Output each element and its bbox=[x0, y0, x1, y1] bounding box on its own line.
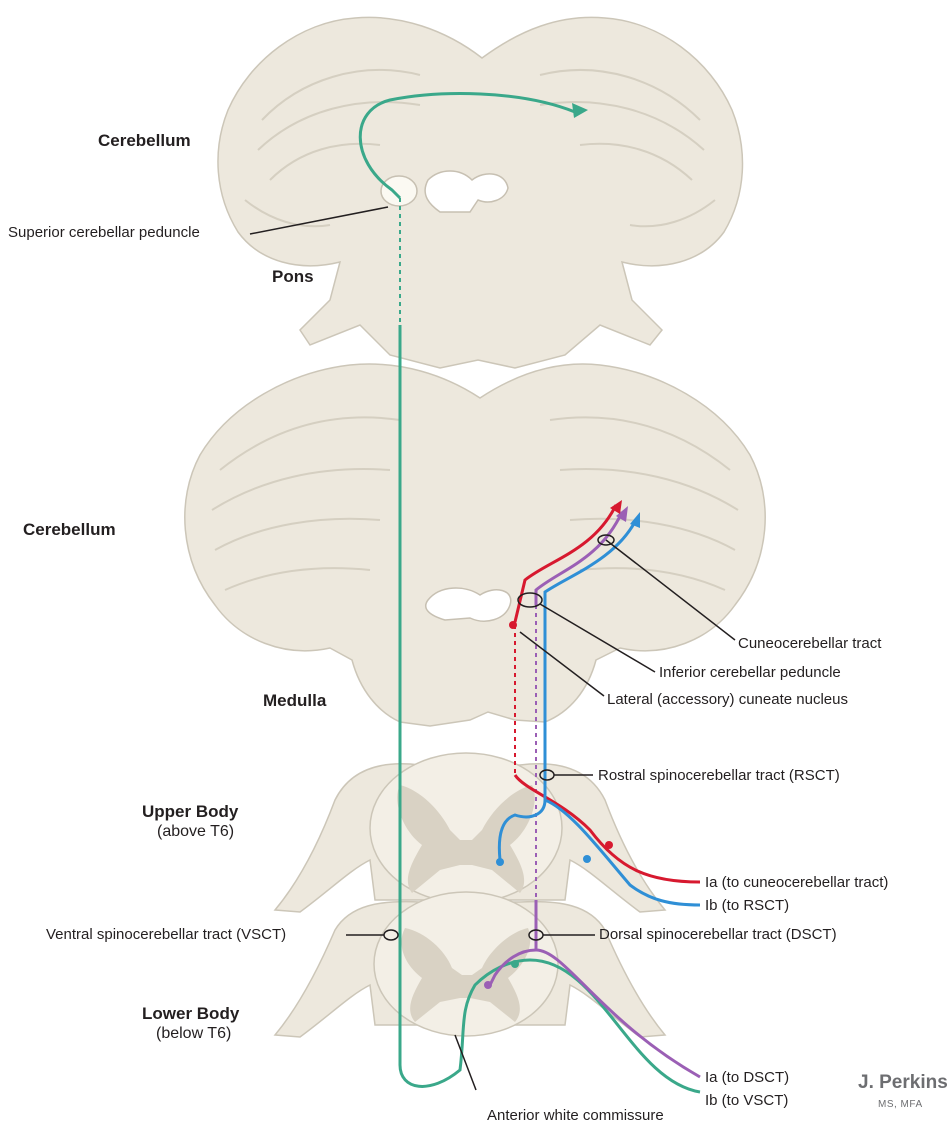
green-soma bbox=[511, 960, 519, 968]
artist-credentials: MS, MFA bbox=[878, 1096, 923, 1114]
label-cuneocerebellar-tract: Cuneocerebellar tract bbox=[738, 635, 881, 653]
label-ib-rsct: Ib (to RSCT) bbox=[705, 897, 789, 915]
region-label-cerebellum-lower: Cerebellum bbox=[23, 521, 116, 539]
blue-nucleus-soma bbox=[496, 858, 504, 866]
region-label-upper-body: Upper Body bbox=[142, 803, 238, 821]
label-rsct: Rostral spinocerebellar tract (RSCT) bbox=[598, 767, 840, 785]
label-superior-peduncle: Superior cerebellar peduncle bbox=[8, 224, 200, 242]
label-ia-cuneocerebellar: Ia (to cuneocerebellar tract) bbox=[705, 874, 888, 892]
label-lateral-cuneate: Lateral (accessory) cuneate nucleus bbox=[607, 691, 848, 709]
red-drg-soma bbox=[605, 841, 613, 849]
region-label-cerebellum-upper: Cerebellum bbox=[98, 132, 191, 150]
label-ib-vsct: Ib (to VSCT) bbox=[705, 1092, 788, 1110]
red-cuneate-soma bbox=[509, 621, 517, 629]
region-label-lower-body: Lower Body bbox=[142, 1005, 239, 1023]
region-label-medulla: Medulla bbox=[263, 692, 326, 710]
label-dsct: Dorsal spinocerebellar tract (DSCT) bbox=[599, 926, 837, 944]
region-sublabel-upper-body: (above T6) bbox=[157, 823, 234, 841]
label-inferior-peduncle: Inferior cerebellar peduncle bbox=[659, 664, 841, 682]
label-anterior-commissure: Anterior white commissure bbox=[487, 1107, 664, 1125]
label-ia-dsct: Ia (to DSCT) bbox=[705, 1069, 789, 1087]
lower-spinal-section bbox=[275, 892, 665, 1037]
label-vsct: Ventral spinocerebellar tract (VSCT) bbox=[46, 926, 286, 944]
artist-signature: J. Perkins bbox=[858, 1074, 948, 1092]
blue-drg-soma bbox=[583, 855, 591, 863]
region-label-pons: Pons bbox=[272, 268, 314, 286]
region-sublabel-lower-body: (below T6) bbox=[156, 1025, 231, 1043]
cerebellum-pons-section bbox=[218, 17, 743, 368]
purple-soma bbox=[484, 981, 492, 989]
fourth-ventricle-lower bbox=[426, 588, 511, 621]
